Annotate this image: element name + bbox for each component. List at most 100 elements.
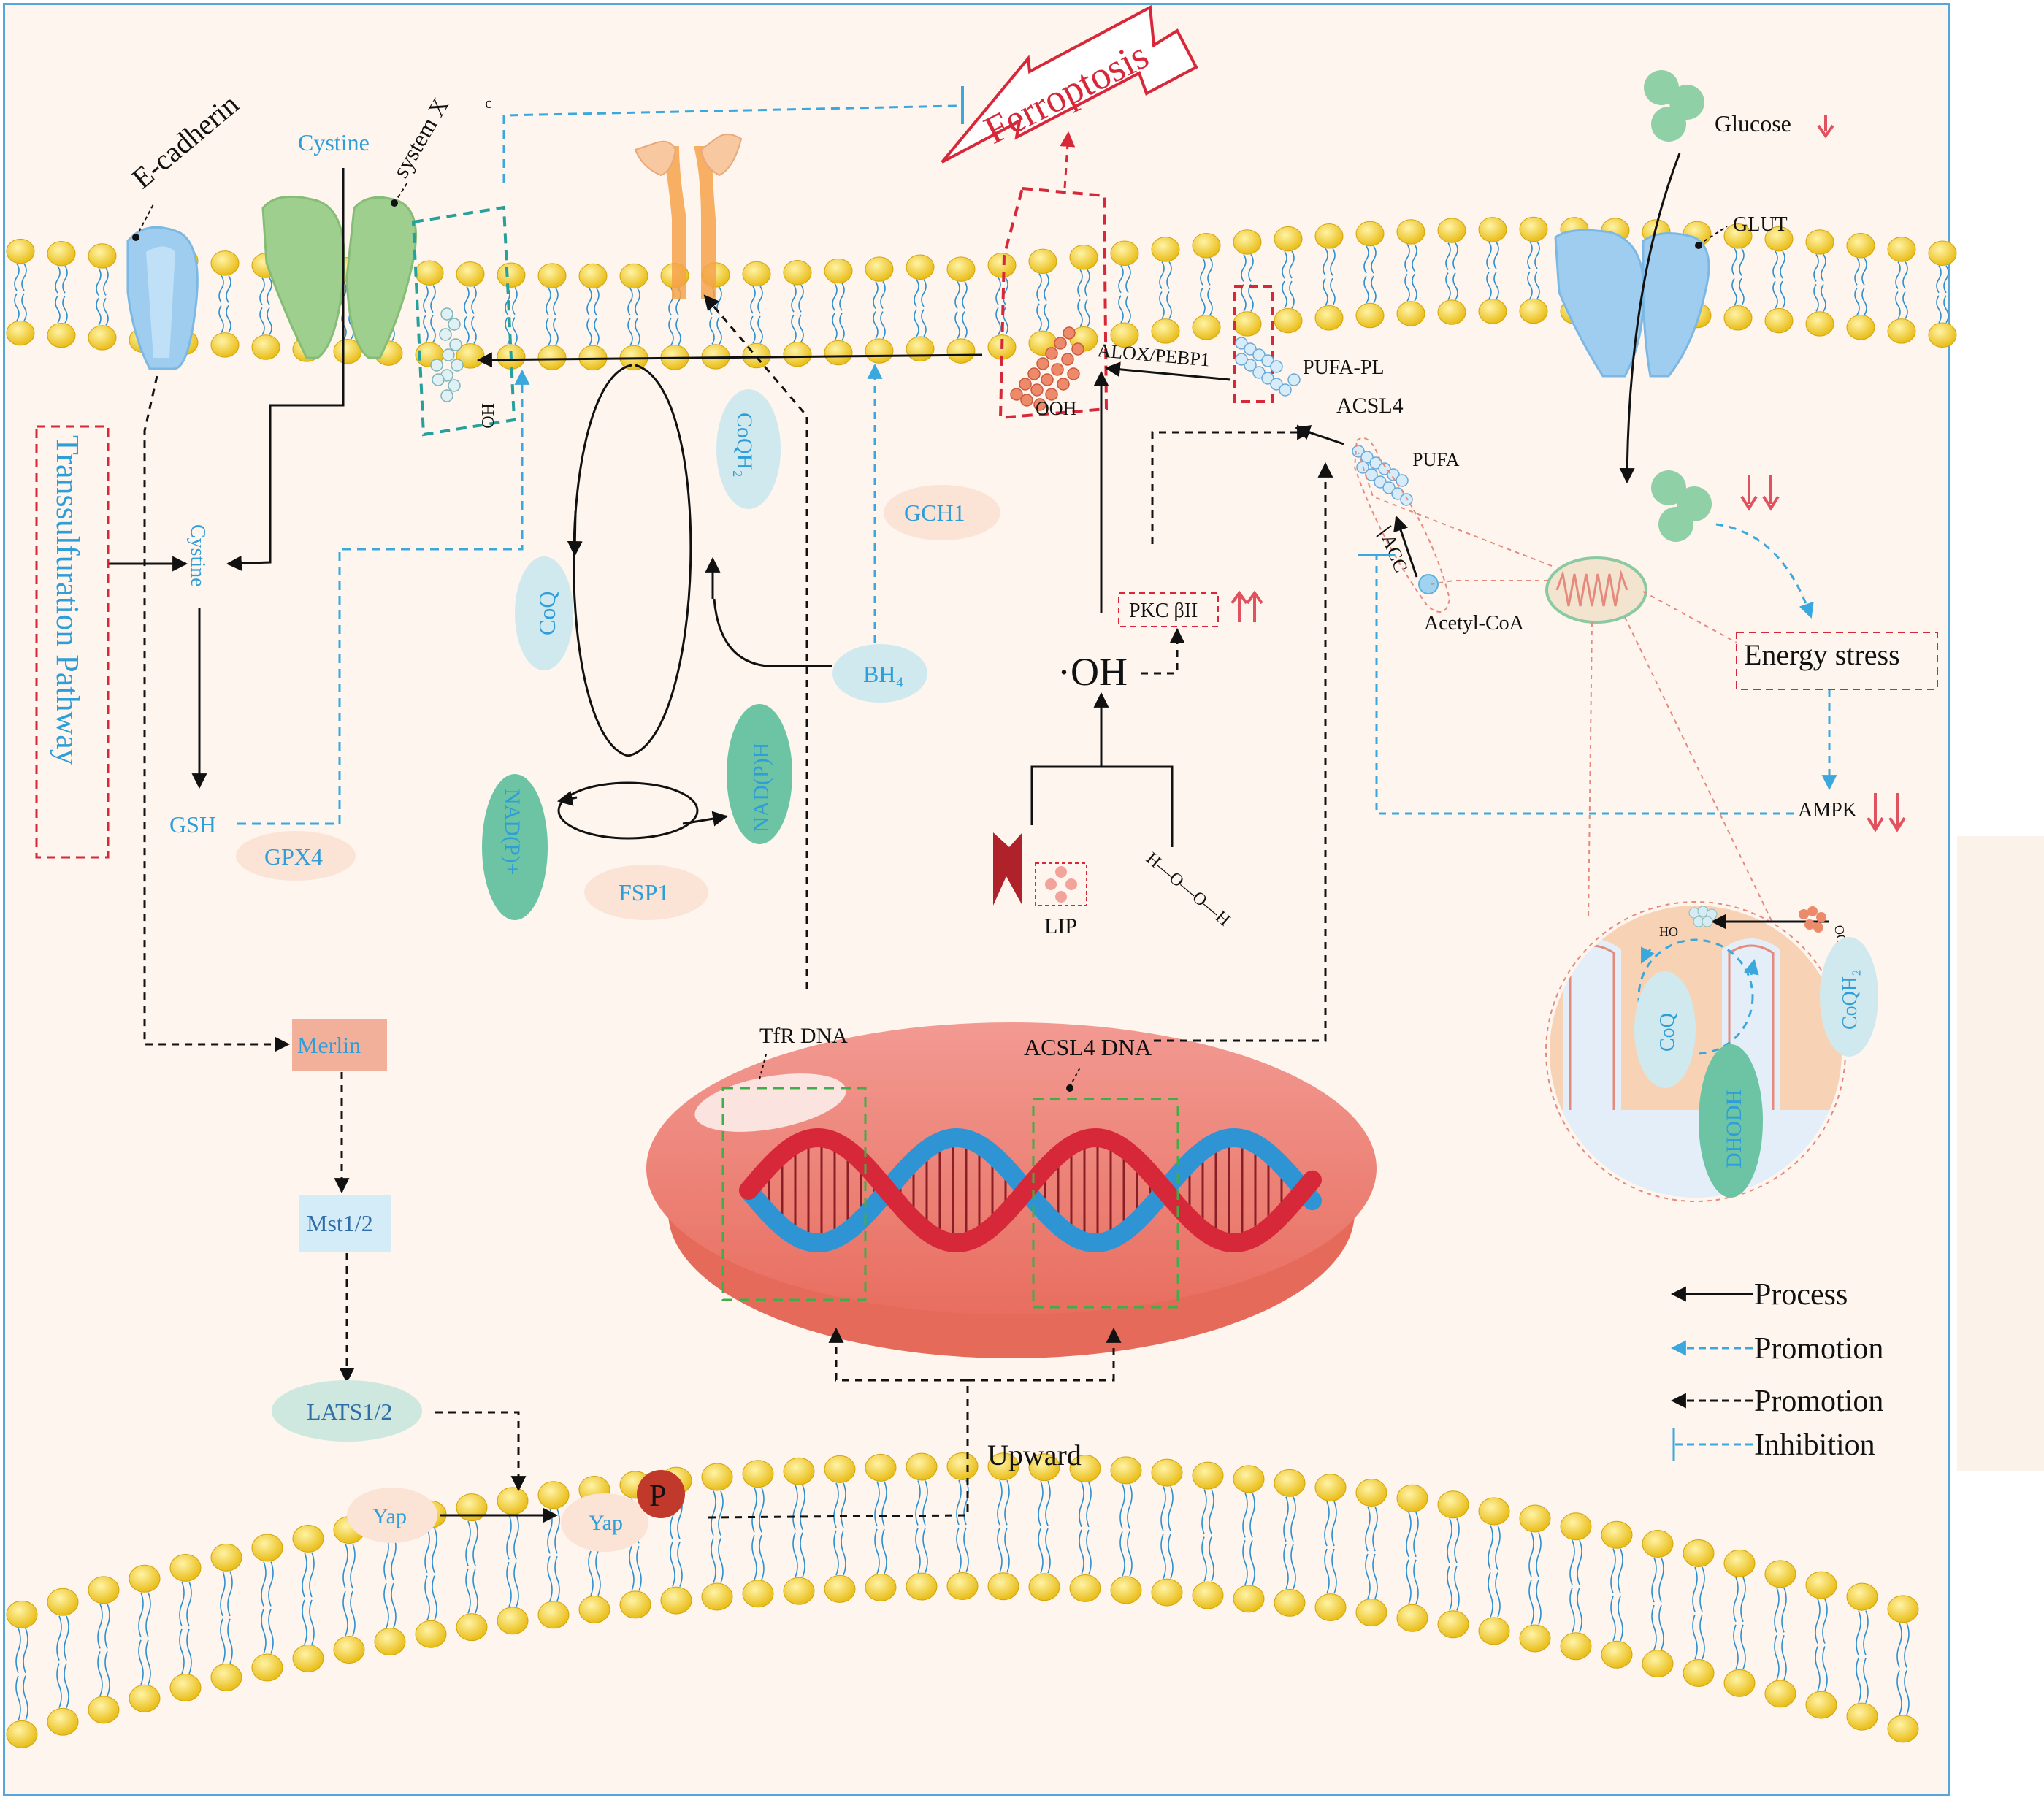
acc-label: ACC	[1377, 531, 1412, 575]
transsulfuration-label: Transsulfuration Pathway	[50, 435, 85, 765]
energy-stress-pathway: Energy stress AMPK	[1358, 153, 1938, 943]
phosphate-label: P	[649, 1479, 666, 1513]
gch1-label: GCH1	[904, 499, 965, 526]
ampk-label: AMPK	[1798, 799, 1857, 822]
lats-oval	[272, 1380, 422, 1442]
pufa-pl-box: PUFA-PL	[1233, 285, 1385, 403]
glut-label: GLUT	[1733, 213, 1788, 236]
glucose-label: Glucose	[1715, 110, 1791, 137]
nadph-oval	[727, 704, 792, 844]
up-arrow-icon	[1230, 590, 1248, 622]
gpx4-reduction-arrow	[476, 352, 983, 368]
acsl4-dna-label: ACSL4 DNA	[1024, 1034, 1152, 1060]
legend-label: Process	[1754, 1278, 1848, 1312]
fsp1-enzyme	[584, 865, 708, 920]
down-arrow-icon	[1762, 475, 1780, 511]
down-arrow-icon	[1817, 124, 1834, 139]
gpx4-label: GPX4	[264, 843, 323, 870]
mst-box	[299, 1195, 391, 1252]
dhodh-label: DHODH	[1722, 1090, 1746, 1168]
mst-label: Mst1/2	[307, 1210, 373, 1236]
nadp-oval	[482, 774, 548, 920]
phosphate-icon	[637, 1470, 685, 1518]
bh4-oval	[832, 644, 927, 703]
ecadherin-merlin-arrow	[143, 375, 291, 1052]
ho-label: HO	[478, 403, 497, 429]
reduced-lipid-box: HO	[411, 205, 516, 437]
mitochondrion-icon	[1545, 556, 1647, 624]
lip-label: LIP	[1044, 914, 1077, 938]
glucose-molecule: Glucose	[1644, 70, 1834, 142]
cell-membrane-bottom	[6, 1452, 1919, 1748]
legend-label: Promotion	[1754, 1385, 1883, 1418]
pkc-label: PKC βII	[1129, 600, 1198, 622]
energy-stress-box	[1736, 632, 1938, 690]
pufa-molecule: PUFA ACC Acetyl-CoA	[1352, 437, 1525, 635]
down-arrow-icon	[1740, 475, 1758, 511]
system-xc-transporter: Cystine system X c	[261, 93, 492, 359]
nadp-label: NAD(P)+	[500, 789, 524, 876]
bh4-label: BH₄	[863, 661, 904, 687]
yap-phospho-oval	[561, 1493, 648, 1552]
gch1-bh4-pathway: GCH1 BH₄	[832, 363, 1000, 703]
gsh-pathway: Cystine GSH GPX4	[108, 168, 530, 881]
down-arrow-icon	[1888, 793, 1906, 832]
alox-pebp1-label: ALOX/PEBP1	[1096, 340, 1211, 370]
hooh-label: H—O—O—H	[1142, 849, 1233, 930]
hippo-cascade: Merlin Mst1/2 LATS1/2 Yap Yap P Upward	[272, 1019, 1122, 1552]
legend-item-1: Promotion	[1670, 1332, 1883, 1366]
acsl4-dna-box	[1032, 1098, 1179, 1309]
cystine-extracellular-label: Cystine	[298, 129, 370, 156]
gch1-enzyme	[884, 485, 1000, 540]
tfr-dna-label: TfR DNA	[759, 1024, 848, 1048]
ferroptosis-banner: Ferroptosis	[941, 4, 1198, 164]
merlin-box	[292, 1019, 387, 1071]
coq-oval	[515, 556, 573, 670]
mito-coqh2-oval	[1820, 937, 1878, 1057]
fsp1-coq-cycle: CoQH₂ CoQ NAD(P)H NAD(P)+ FSP1	[482, 364, 832, 920]
mitochondrion-zoom: HO OOH CoQ CoQH₂ DHODH	[1545, 901, 1878, 1202]
system-xc-subscript: c	[485, 93, 492, 112]
peroxidized-lipid-box: OOH	[998, 131, 1109, 420]
gpx4-enzyme	[236, 831, 356, 881]
legend-item-3: Inhibition	[1672, 1428, 1875, 1462]
coqh2-label: CoQH₂	[732, 413, 757, 478]
pufa-pl-label: PUFA-PL	[1303, 356, 1385, 379]
mito-coqh2-label: CoQH₂	[1839, 969, 1861, 1030]
energy-stress-label: Energy stress	[1744, 638, 1900, 671]
tfr-expression-arrow	[703, 294, 808, 989]
up-arrow-icon	[993, 832, 1022, 906]
dhodh-oval	[1699, 1044, 1763, 1198]
glucose-intracellular	[1651, 470, 1780, 542]
ooh-label: OOH	[1036, 398, 1077, 419]
coqh2-oval	[716, 389, 781, 509]
peroxidized-phospholipid-chain	[1010, 326, 1084, 411]
system-xc-label: system X	[387, 93, 453, 183]
acsl4-label: ACSL4	[1336, 394, 1404, 418]
acetyl-coa-label: Acetyl-CoA	[1424, 612, 1525, 635]
yap-label: Yap	[372, 1504, 407, 1528]
merlin-label: Merlin	[297, 1032, 361, 1058]
nadph-label: NAD(P)H	[749, 743, 773, 832]
down-arrow-icon	[1867, 793, 1884, 832]
e-cadherin-protein: E-cadherin	[126, 88, 245, 370]
fenton-reaction: ·OH PKC βII LIP H—O—O—H	[993, 370, 1313, 938]
transsulfuration-box: Transsulfuration Pathway	[35, 425, 110, 859]
legend-item-2: Promotion	[1670, 1385, 1883, 1418]
mito-coq-oval	[1634, 971, 1696, 1088]
acetyl-coa-molecule	[1418, 574, 1439, 594]
yap-phospho-label: Yap	[589, 1511, 623, 1535]
alox-arrow	[1104, 361, 1231, 381]
pufa-chain	[1352, 445, 1413, 506]
glut-transporter: GLUT	[1554, 213, 1788, 378]
acsl4-expression-arrow	[1154, 462, 1333, 1042]
pufa-pl-chain	[1235, 337, 1301, 397]
mito-coq-label: CoQ	[1656, 1013, 1679, 1052]
hydroxyl-radical-label: ·OH	[1057, 650, 1128, 694]
dna-double-helix	[739, 1128, 1322, 1252]
reduced-phospholipid-chain	[430, 307, 464, 402]
tfr-dna-box	[721, 1087, 867, 1301]
